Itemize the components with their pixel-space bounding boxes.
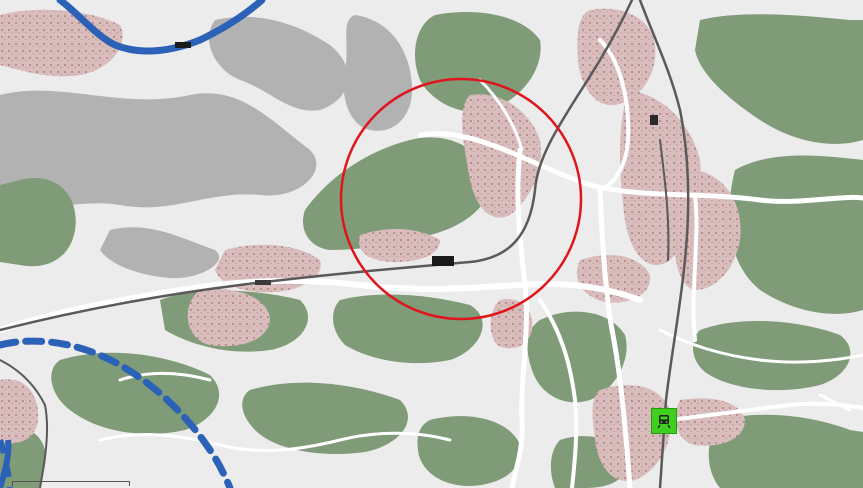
highlight-circle bbox=[339, 77, 583, 321]
river-edge bbox=[0, 439, 12, 488]
river bbox=[56, 0, 266, 55]
industrial-building-2 bbox=[255, 280, 271, 285]
industrial-building bbox=[432, 256, 454, 266]
hill-shading bbox=[0, 15, 413, 279]
dashed-route-edge bbox=[0, 439, 13, 488]
industrial-building-3 bbox=[175, 42, 191, 48]
industrial-building-4 bbox=[650, 115, 658, 125]
map-scale-bar bbox=[12, 481, 130, 486]
roads bbox=[0, 38, 863, 488]
dashed-route bbox=[0, 337, 234, 488]
train-station-marker[interactable] bbox=[651, 408, 677, 434]
train-icon bbox=[657, 415, 671, 429]
